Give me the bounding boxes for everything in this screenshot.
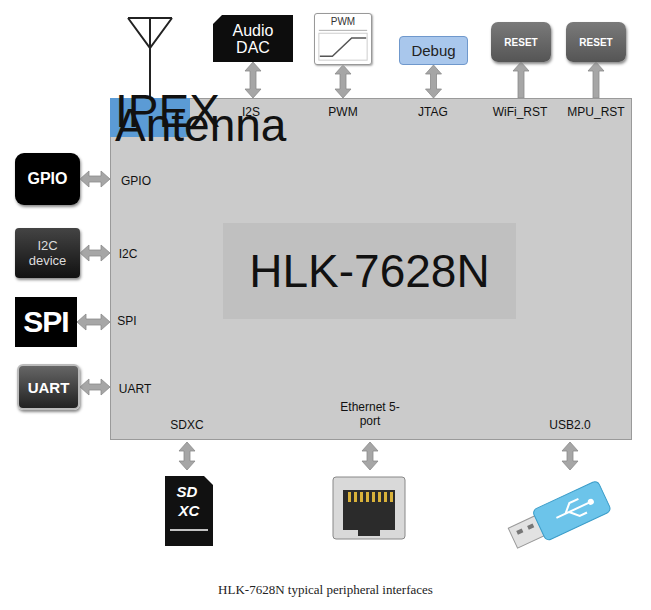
node-text: GPIO (27, 170, 67, 188)
node-text: I2C device (23, 238, 73, 268)
port-label: PWM (328, 105, 357, 119)
double-arrow (245, 62, 261, 98)
i2c-device-box: I2C device (15, 228, 80, 278)
debug-box: Debug (399, 36, 468, 65)
audio-dac-box: Audio DAC (213, 15, 293, 62)
node-text: Audio DAC (225, 22, 281, 56)
port-label: I2C (119, 247, 138, 261)
ethernet-jack-icon (333, 477, 405, 539)
module-box: HLK-7628N IPEX Antenna (110, 98, 632, 440)
port-label: UART (119, 382, 151, 396)
spi-box: SPI (15, 297, 77, 347)
reset-button: RESET (566, 22, 626, 62)
port-label: MPU_RST (567, 105, 624, 119)
sd-card-icon (165, 476, 213, 546)
node-text: IPEX Antenna (115, 104, 185, 132)
node-text: Debug (411, 42, 455, 59)
node-text: PWM (331, 16, 355, 27)
port-label: JTAG (418, 105, 448, 119)
node-text: HLK-7628N (249, 244, 489, 298)
antenna-port-box: IPEX Antenna (110, 98, 190, 137)
node-text: UART (28, 379, 70, 396)
double-arrow (588, 62, 604, 98)
node-text: SPI (23, 305, 68, 339)
double-arrow (80, 171, 110, 187)
double-arrow (513, 62, 529, 98)
uart-box: UART (17, 364, 80, 410)
double-arrow (80, 245, 110, 261)
usb-stick-icon (506, 480, 612, 553)
port-label: WiFi_RST (493, 105, 548, 119)
port-label: USB2.0 (549, 418, 590, 432)
graph-frame (319, 33, 367, 60)
logo-text: SD (177, 484, 198, 500)
port-label: Ethernet 5-port (340, 400, 400, 428)
graph-rule (319, 30, 367, 31)
gpio-box: GPIO (15, 153, 80, 205)
ramp-curve (320, 38, 366, 56)
bus-arrow (179, 442, 578, 470)
pwm-box: PWM (314, 13, 372, 65)
reset-button: RESET (491, 22, 551, 62)
double-arrow (77, 314, 110, 330)
node-text: RESET (504, 37, 537, 48)
figure-caption: HLK-7628N typical peripheral interfaces (0, 582, 651, 598)
double-arrow (335, 65, 351, 98)
port-label: GPIO (121, 174, 151, 188)
antenna (128, 18, 172, 98)
node-text: RESET (579, 37, 612, 48)
port-label: SPI (117, 314, 136, 328)
tag-outline (213, 15, 293, 62)
double-arrow (80, 379, 110, 395)
title-patch: HLK-7628N (223, 223, 516, 319)
port-label: I2S (242, 105, 260, 119)
double-arrow (426, 65, 442, 98)
port-label: SDXC (170, 418, 203, 432)
logo-text: XC (179, 503, 200, 519)
